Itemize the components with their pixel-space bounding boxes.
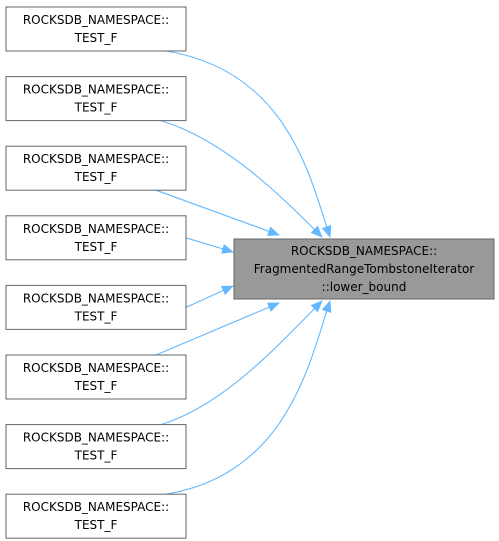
caller-node-7-line-1: ROCKSDB_NAMESPACE:: bbox=[23, 431, 169, 445]
call-edge-2 bbox=[160, 120, 323, 238]
caller-node-box bbox=[5, 6, 187, 52]
call-edge-3 bbox=[155, 189, 280, 236]
caller-node-8-line-1: ROCKSDB_NAMESPACE:: bbox=[23, 500, 169, 514]
caller-node-5-line-2: TEST_F bbox=[74, 309, 118, 323]
target-node-line-1: ROCKSDB_NAMESPACE:: bbox=[291, 244, 437, 258]
caller-node-7[interactable]: ROCKSDB_NAMESPACE::TEST_F bbox=[5, 424, 187, 470]
caller-node-box bbox=[5, 145, 187, 191]
caller-node-6[interactable]: ROCKSDB_NAMESPACE::TEST_F bbox=[5, 354, 187, 400]
caller-node-8-line-2: TEST_F bbox=[74, 518, 118, 532]
target-node-box bbox=[233, 238, 495, 300]
caller-node-box bbox=[5, 76, 187, 122]
caller-node-box bbox=[5, 493, 187, 539]
call-edge-1 bbox=[165, 50, 332, 238]
call-edge-7 bbox=[160, 300, 323, 426]
caller-node-6-line-1: ROCKSDB_NAMESPACE:: bbox=[23, 361, 169, 375]
caller-node-1-line-1: ROCKSDB_NAMESPACE:: bbox=[23, 13, 169, 27]
caller-node-4-line-1: ROCKSDB_NAMESPACE:: bbox=[23, 222, 169, 236]
caller-node-2-line-1: ROCKSDB_NAMESPACE:: bbox=[23, 83, 169, 97]
caller-node-2[interactable]: ROCKSDB_NAMESPACE::TEST_F bbox=[5, 76, 187, 122]
caller-node-8[interactable]: ROCKSDB_NAMESPACE::TEST_F bbox=[5, 493, 187, 539]
caller-node-box bbox=[5, 354, 187, 400]
caller-node-5[interactable]: ROCKSDB_NAMESPACE::TEST_F bbox=[5, 284, 187, 330]
target-node-line-3: ::lower_bound bbox=[322, 280, 407, 294]
call-edge-5 bbox=[185, 285, 234, 308]
caller-node-box bbox=[5, 215, 187, 261]
caller-node-box bbox=[5, 284, 187, 330]
caller-node-1[interactable]: ROCKSDB_NAMESPACE::TEST_F bbox=[5, 6, 187, 52]
caller-node-5-line-1: ROCKSDB_NAMESPACE:: bbox=[23, 291, 169, 305]
caller-node-box bbox=[5, 424, 187, 470]
caller-node-3[interactable]: ROCKSDB_NAMESPACE::TEST_F bbox=[5, 145, 187, 191]
call-edge-8 bbox=[165, 300, 332, 495]
caller-node-6-line-2: TEST_F bbox=[74, 379, 118, 393]
caller-node-2-line-2: TEST_F bbox=[74, 101, 118, 115]
caller-node-3-line-1: ROCKSDB_NAMESPACE:: bbox=[23, 152, 169, 166]
call-edge-6 bbox=[155, 302, 280, 356]
call-edge-4 bbox=[185, 237, 234, 254]
caller-node-7-line-2: TEST_F bbox=[74, 449, 118, 463]
caller-node-4-line-2: TEST_F bbox=[74, 240, 118, 254]
caller-node-3-line-2: TEST_F bbox=[74, 170, 118, 184]
caller-node-1-line-2: TEST_F bbox=[74, 31, 118, 45]
target-node-line-2: FragmentedRangeTombstoneIterator bbox=[254, 262, 475, 276]
caller-node-4[interactable]: ROCKSDB_NAMESPACE::TEST_F bbox=[5, 215, 187, 261]
target-node[interactable]: ROCKSDB_NAMESPACE::FragmentedRangeTombst… bbox=[233, 238, 495, 300]
